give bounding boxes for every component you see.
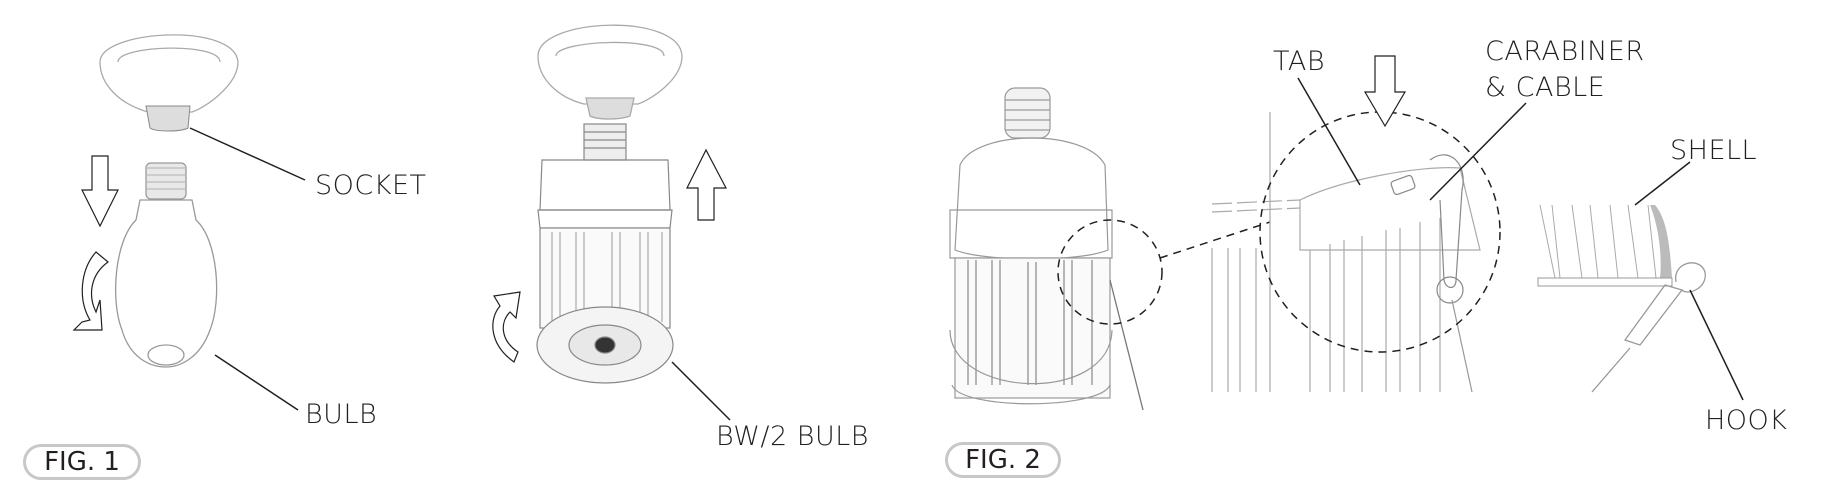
fixture-canopy-2: [537, 24, 683, 120]
label-shell: SHELL: [1670, 135, 1758, 166]
bw2-bulb-leader: [671, 361, 731, 421]
fig2-caption: FIG. 2: [945, 442, 1061, 478]
socket-leader: [189, 127, 306, 181]
fixture-canopy-1: [99, 34, 239, 113]
down-arrow-icon: [1363, 55, 1407, 128]
rotate-arrow-icon: [72, 251, 109, 331]
rotate-arrow-icon: [492, 291, 521, 363]
hook-leader: [1689, 289, 1744, 401]
label-tab: TAB: [1273, 46, 1326, 77]
tab-leader: [1297, 77, 1361, 186]
shell-leader: [1634, 161, 1691, 206]
label-socket: SOCKET: [315, 170, 427, 201]
down-arrow-icon: [81, 155, 119, 228]
detail-view: [1211, 112, 1481, 393]
socket-1: [145, 105, 191, 132]
corn-led-fig2: [949, 87, 1113, 405]
label-bw2-bulb: BW/2 BULB: [716, 421, 869, 452]
label-cable: & CABLE: [1485, 72, 1606, 103]
zoom-circle-small: [1057, 219, 1163, 325]
hid-bulb: [114, 162, 218, 368]
bulb-leader: [214, 354, 299, 411]
label-carabiner: CARABINER: [1485, 36, 1645, 67]
bw2-bulb: [536, 123, 674, 384]
cable-fig2: [1109, 279, 1144, 411]
label-hook: HOOK: [1705, 405, 1788, 436]
fig1-caption: FIG. 1: [23, 444, 141, 480]
up-arrow-icon: [686, 148, 727, 221]
carabiner-leader: [1429, 102, 1527, 201]
label-bulb: BULB: [305, 399, 378, 430]
shell-detail: [1537, 204, 1673, 287]
zoom-connector: [1159, 221, 1271, 259]
